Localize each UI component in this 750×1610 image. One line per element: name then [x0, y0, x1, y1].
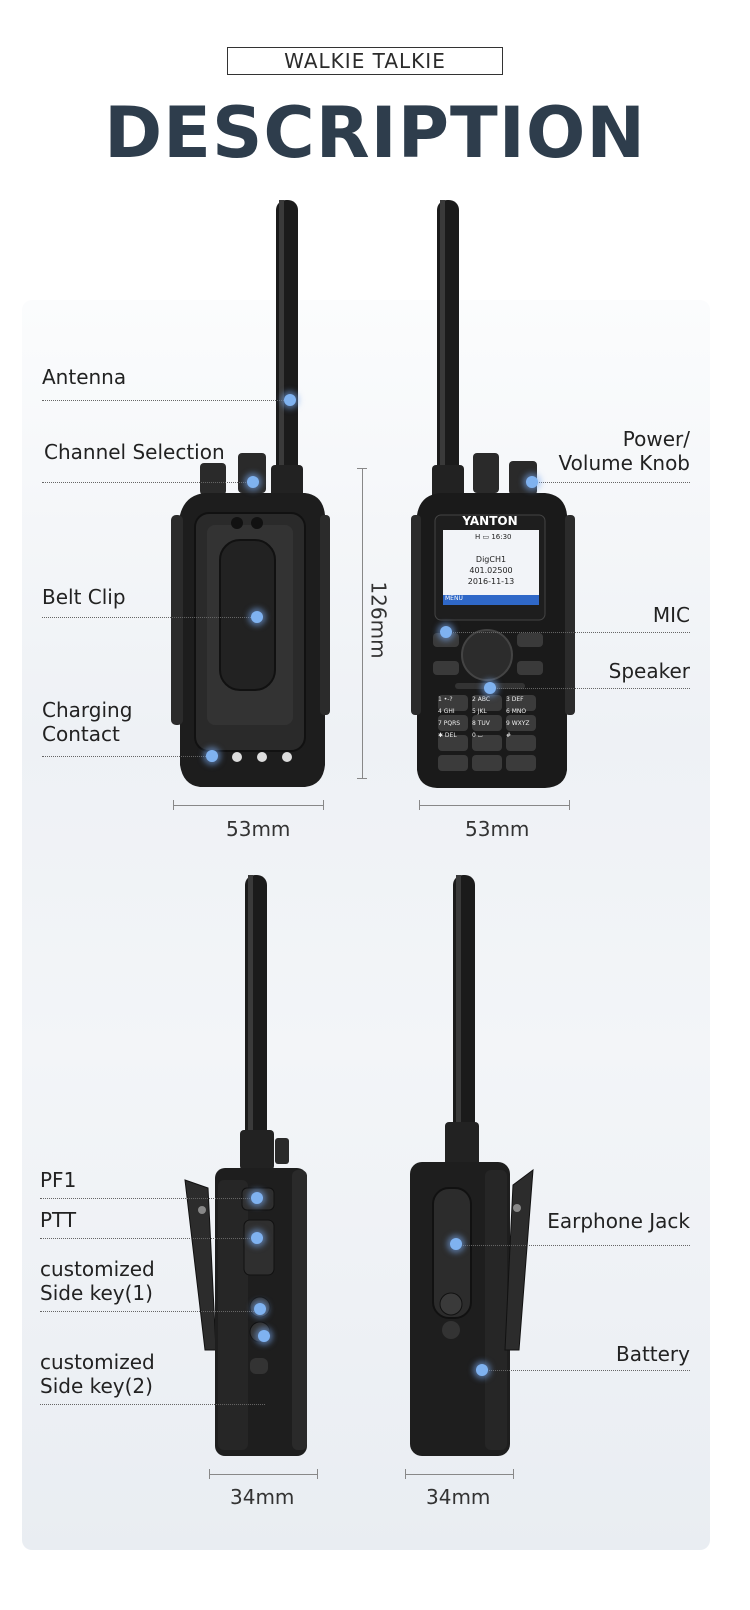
dimension-width-front-tick-left [419, 800, 420, 810]
label-channel-selection: Channel Selection [44, 440, 225, 464]
dimension-width-back-tick-right [323, 800, 324, 810]
radio-right-side-view [410, 875, 534, 1456]
keypad: 1 •-? 2 ABC 3 DEF 4 GHI 5 JKL 6 MNO 7 PQRS 8 … [438, 696, 538, 740]
header-tag: WALKIE TALKIE [227, 47, 503, 75]
hotspot-power-volume-knob [526, 476, 538, 488]
hotspot-mic [440, 626, 452, 638]
dimension-height-tick-top [357, 468, 367, 469]
screen-menu: MENU [445, 595, 463, 602]
key: 4 GHI [438, 708, 455, 715]
leader-ptt [40, 1238, 258, 1239]
label-side-key-2-line2: Side key(2) [40, 1374, 153, 1398]
leader-channel-selection [42, 482, 254, 483]
dimension-width-back-line [173, 805, 323, 806]
hotspot-charging-contact [206, 750, 218, 762]
key: 3 DEF [506, 696, 524, 703]
radio-front-view [411, 200, 575, 788]
dimension-width-back-tick-left [173, 800, 174, 810]
leader-antenna [42, 400, 290, 401]
key: 2 ABC [472, 696, 491, 703]
leader-earphone-jack [456, 1245, 690, 1246]
dimension-height: 126mm [366, 581, 391, 659]
leader-battery [482, 1370, 690, 1371]
dimension-width-front-tick-right [569, 800, 570, 810]
dimension-depth-left-tick-left [209, 1469, 210, 1479]
label-power-volume-knob: Power/ Volume Knob [559, 427, 690, 475]
hotspot-earphone-jack [450, 1238, 462, 1250]
key: 1 •-? [438, 696, 453, 703]
label-power-line2: Volume Knob [558, 451, 690, 475]
key: 8 TUV [472, 720, 490, 727]
label-side-key-1-line1: customized [40, 1257, 155, 1281]
label-power-line1: Power/ [622, 427, 690, 451]
hotspot-ptt [251, 1232, 263, 1244]
page-title: DESCRIPTION [104, 92, 646, 174]
leader-pf1 [40, 1198, 258, 1199]
label-charging-line2: Contact [42, 722, 120, 746]
leader-mic [446, 632, 690, 633]
dimension-depth-left-tick-right [317, 1469, 318, 1479]
leader-belt-clip [42, 617, 257, 618]
screen-channel: DigCH1 [475, 555, 507, 564]
hotspot-channel-selection [247, 476, 259, 488]
key: 9 WXYZ [506, 720, 530, 727]
dimension-width-front: 53mm [465, 817, 530, 841]
label-side-key-2-line1: customized [40, 1350, 155, 1374]
brand-logo: YANTON [462, 514, 518, 528]
key: 6 MNO [506, 708, 527, 715]
key: ✱ DEL [438, 732, 457, 739]
dimension-depth-right-tick-left [405, 1469, 406, 1479]
dimension-depth-right-tick-right [513, 1469, 514, 1479]
dimension-depth-right: 34mm [426, 1485, 491, 1509]
dimension-depth-left: 34mm [230, 1485, 295, 1509]
label-mic: MIC [652, 603, 690, 627]
dimension-width-back: 53mm [226, 817, 291, 841]
label-charging-contact: Charging Contact [42, 698, 132, 746]
leader-power-volume-knob [532, 482, 690, 483]
hotspot-belt-clip [251, 611, 263, 623]
leader-charging-contact [42, 756, 212, 757]
hotspot-battery [476, 1364, 488, 1376]
screen-date: 2016-11-13 [467, 577, 515, 586]
label-belt-clip: Belt Clip [42, 585, 126, 609]
key: 5 JKL [472, 708, 487, 715]
label-side-key-2: customized Side key(2) [40, 1350, 155, 1398]
hotspot-side-key-1 [254, 1303, 266, 1315]
hotspot-speaker [484, 682, 496, 694]
dimension-depth-right-line [405, 1474, 513, 1475]
dimension-height-line [362, 468, 363, 778]
leader-speaker [490, 688, 690, 689]
label-battery: Battery [615, 1342, 690, 1366]
dimension-depth-left-line [209, 1474, 317, 1475]
hotspot-antenna [284, 394, 296, 406]
radio-left-side-view [184, 875, 307, 1456]
radio-back-view [171, 200, 330, 787]
dimension-height-tick-bottom [357, 778, 367, 779]
hotspot-side-key-2 [258, 1330, 270, 1342]
hotspot-pf1 [251, 1192, 263, 1204]
screen-status: H ▭ 16:30 [475, 533, 512, 541]
dimension-width-front-line [419, 805, 569, 806]
label-speaker: Speaker [608, 659, 690, 683]
key: 0 ⌴ [472, 732, 483, 739]
label-side-key-1: customized Side key(1) [40, 1257, 155, 1305]
leader-side-key-2 [40, 1404, 265, 1405]
key: 7 PQRS [438, 720, 461, 727]
label-ptt: PTT [40, 1208, 77, 1232]
key: # [506, 732, 512, 739]
label-earphone-jack: Earphone Jack [547, 1209, 690, 1233]
leader-side-key-1 [40, 1311, 260, 1312]
label-pf1: PF1 [40, 1168, 77, 1192]
label-side-key-1-line2: Side key(1) [40, 1281, 153, 1305]
screen-frequency: 401.02500 [469, 566, 513, 575]
background-panel [22, 300, 710, 1550]
label-antenna: Antenna [42, 365, 127, 389]
label-charging-line1: Charging [42, 698, 133, 722]
